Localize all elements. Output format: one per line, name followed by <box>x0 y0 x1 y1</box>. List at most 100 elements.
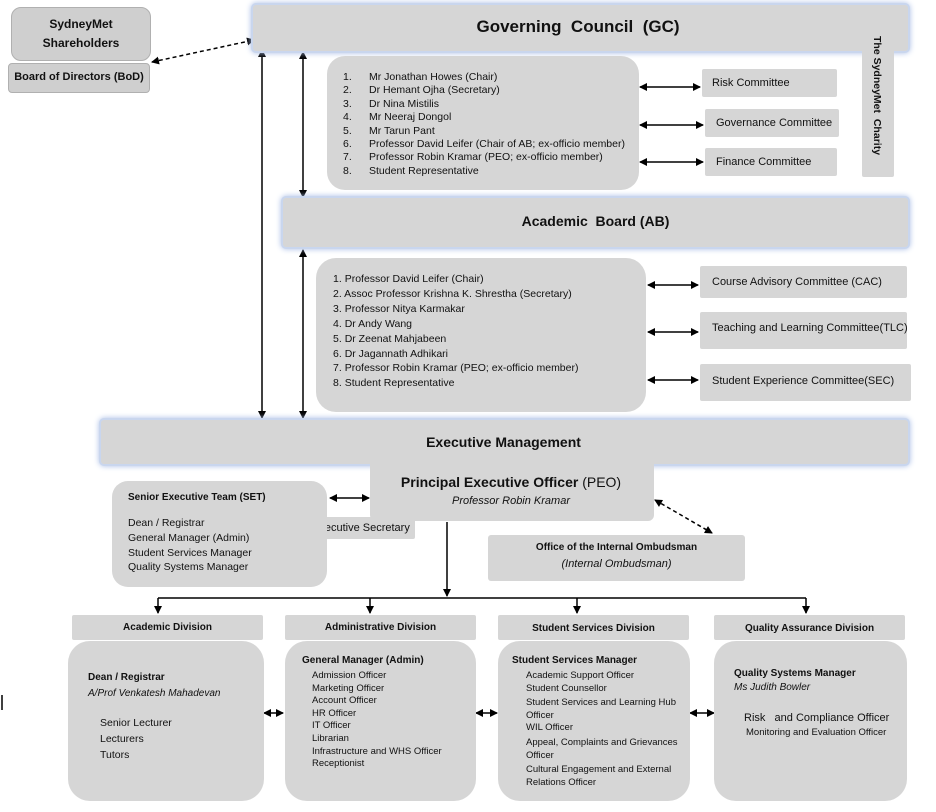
set-member: Student Services Manager <box>128 546 252 559</box>
shareholders-line1: SydneyMet <box>49 17 113 31</box>
exec-secretary-label: Executive Secretary <box>312 522 410 534</box>
cac-label: Course Advisory Committee (CAC) <box>712 276 882 288</box>
ombudsman-box: Office of the Internal Ombudsman (Intern… <box>488 535 745 581</box>
student-role: Officer <box>526 749 554 761</box>
charity-label: The SydneyMet Charity <box>871 36 883 156</box>
shareholders-line2: Shareholders <box>42 36 120 50</box>
admin-head: General Manager (Admin) <box>302 655 424 666</box>
admin-role: Admission Officer <box>312 670 387 681</box>
tlc-box: Teaching and Learning Committee(TLC) <box>700 312 908 349</box>
student-role: Student Services and Learning Hub <box>526 697 676 709</box>
student-roles: Academic Support Officer Student Counsel… <box>526 670 678 789</box>
admin-role: Receptionist <box>312 758 365 770</box>
admin-role: Marketing Officer <box>312 682 385 694</box>
admin-role: Librarian <box>312 732 349 744</box>
ab-member: 3. Professor Nitya Karmakar <box>333 302 465 315</box>
student-role: Relations Officer <box>526 776 597 788</box>
gc-member: 8.Student Representative <box>343 164 479 177</box>
ab-member: 8. Student Representative <box>333 377 455 390</box>
exec-secretary-box: Executive Secretary <box>308 517 415 539</box>
risk-committee-box: Risk Committee <box>702 69 837 97</box>
ab-member: 5. Dr Zeenat Mahjabeen <box>333 332 447 345</box>
ombudsman-title: Office of the Internal Ombudsman <box>535 542 698 553</box>
admin-division-body: General Manager (Admin) Admission Office… <box>285 641 476 801</box>
bod-label: Board of Directors (BoD) <box>14 71 144 83</box>
qa-role-monitoring: Monitoring and Evaluation Officer <box>746 727 887 738</box>
ab-title: Academic Board (AB) <box>521 213 670 229</box>
admin-division-header: Administrative Division <box>285 615 476 640</box>
gc-members-box: 1.Mr Jonathan Howes (Chair) 2.Dr Hemant … <box>327 56 639 190</box>
gc-title: Governing Council (GC) <box>476 17 680 36</box>
student-role: Academic Support Officer <box>526 670 635 681</box>
student-role: WIL Officer <box>526 722 573 734</box>
arrow-peo-ombudsman <box>654 499 713 534</box>
gc-header: Governing Council (GC) <box>253 5 908 51</box>
ab-member: 6. Dr Jagannath Adhikari <box>333 347 449 360</box>
peo-name: Professor Robin Kramar <box>452 495 570 507</box>
bod-box: Board of Directors (BoD) <box>8 63 150 93</box>
tlc-label: Teaching and Learning Committee(TLC) <box>712 322 908 334</box>
gc-member: 5.Mr Tarun Pant <box>343 124 435 137</box>
admin-role: IT Officer <box>312 720 351 732</box>
academic-head: Dean / Registrar <box>88 672 165 683</box>
sec-label: Student Experience Committee(SEC) <box>712 375 895 387</box>
admin-division-label: Administrative Division <box>324 622 437 633</box>
exec-header: Executive Management <box>101 420 908 464</box>
governance-committee-label: Governance Committee <box>716 117 833 129</box>
gc-member: 6.Professor David Leifer (Chair of AB; e… <box>343 138 625 151</box>
academic-division-body: Dean / Registrar A/Prof Venkatesh Mahade… <box>68 641 264 801</box>
gc-member: 1.Mr Jonathan Howes (Chair) <box>343 71 498 83</box>
ab-members-box: 1. Professor David Leifer (Chair) 2. Ass… <box>316 258 646 412</box>
student-role: Appeal, Complaints and Grievances <box>526 736 678 748</box>
academic-role: Lecturers <box>100 733 144 745</box>
ab-header: Academic Board (AB) <box>283 198 908 247</box>
peo-abbr: (PEO) <box>582 474 622 490</box>
admin-roles: Admission Officer Marketing Officer Acco… <box>312 670 442 771</box>
academic-role: Senior Lecturer <box>100 717 172 729</box>
set-title: Senior Executive Team (SET) <box>128 492 266 503</box>
ab-member: 2. Assoc Professor Krishna K. Shrestha (… <box>333 287 572 300</box>
gc-members-list: 1.Mr Jonathan Howes (Chair) 2.Dr Hemant … <box>343 71 625 178</box>
finance-committee-box: Finance Committee <box>705 148 837 176</box>
admin-role: Infrastructure and WHS Officer <box>312 745 442 757</box>
ombudsman-sub: (Internal Ombudsman) <box>561 558 672 570</box>
ab-members-list: 1. Professor David Leifer (Chair) 2. Ass… <box>333 272 578 391</box>
set-member: Quality Systems Manager <box>128 561 249 574</box>
admin-role: HR Officer <box>312 707 357 719</box>
charity-box: The SydneyMet Charity <box>862 30 894 177</box>
student-division-body: Student Services Manager Academic Suppor… <box>498 641 690 801</box>
set-member: Dean / Registrar <box>128 517 205 529</box>
academic-division-header: Academic Division <box>72 615 263 640</box>
shareholders-box: SydneyMet Shareholders <box>11 7 151 61</box>
gc-member: 7.Professor Robin Kramar (PEO; ex-offici… <box>343 151 603 164</box>
gc-member: 4.Mr Neeraj Dongol <box>343 111 452 124</box>
qa-head: Quality Systems Manager <box>734 668 856 679</box>
cac-box: Course Advisory Committee (CAC) <box>700 266 907 298</box>
finance-committee-label: Finance Committee <box>716 156 812 168</box>
peo-box: Principal Executive Officer (PEO) Profes… <box>370 464 654 521</box>
ab-member: 1. Professor David Leifer (Chair) <box>333 273 484 285</box>
academic-head-name: A/Prof Venkatesh Mahadevan <box>88 688 221 699</box>
governance-committee-box: Governance Committee <box>705 109 839 137</box>
qa-head-name: Ms Judith Bowler <box>734 682 811 693</box>
set-members-list: Dean / Registrar General Manager (Admin)… <box>128 516 252 575</box>
student-division-header: Student Services Division <box>498 615 689 640</box>
admin-role: Account Officer <box>312 695 377 707</box>
ab-member: 4. Dr Andy Wang <box>333 317 412 330</box>
sec-box: Student Experience Committee(SEC) <box>700 364 911 401</box>
set-member: General Manager (Admin) <box>128 531 250 544</box>
qa-division-header: Quality Assurance Division <box>714 615 905 640</box>
peo-title-line: Principal Executive Officer (PEO) <box>370 474 652 490</box>
student-head: Student Services Manager <box>512 655 638 666</box>
student-division-label: Student Services Division <box>532 623 655 634</box>
arrow-shareholders-gc <box>151 37 255 65</box>
student-role: Cultural Engagement and External <box>526 764 672 776</box>
academic-division-label: Academic Division <box>123 622 212 633</box>
qa-division-label: Quality Assurance Division <box>744 623 875 634</box>
exec-title: Executive Management <box>426 434 581 450</box>
student-role: Officer <box>526 709 554 721</box>
gc-member: 2.Dr Hemant Ojha (Secretary) <box>343 84 500 97</box>
academic-roles: Senior Lecturer Lecturers Tutors <box>100 715 172 763</box>
gc-member: 3.Dr Nina Mistilis <box>343 97 440 110</box>
